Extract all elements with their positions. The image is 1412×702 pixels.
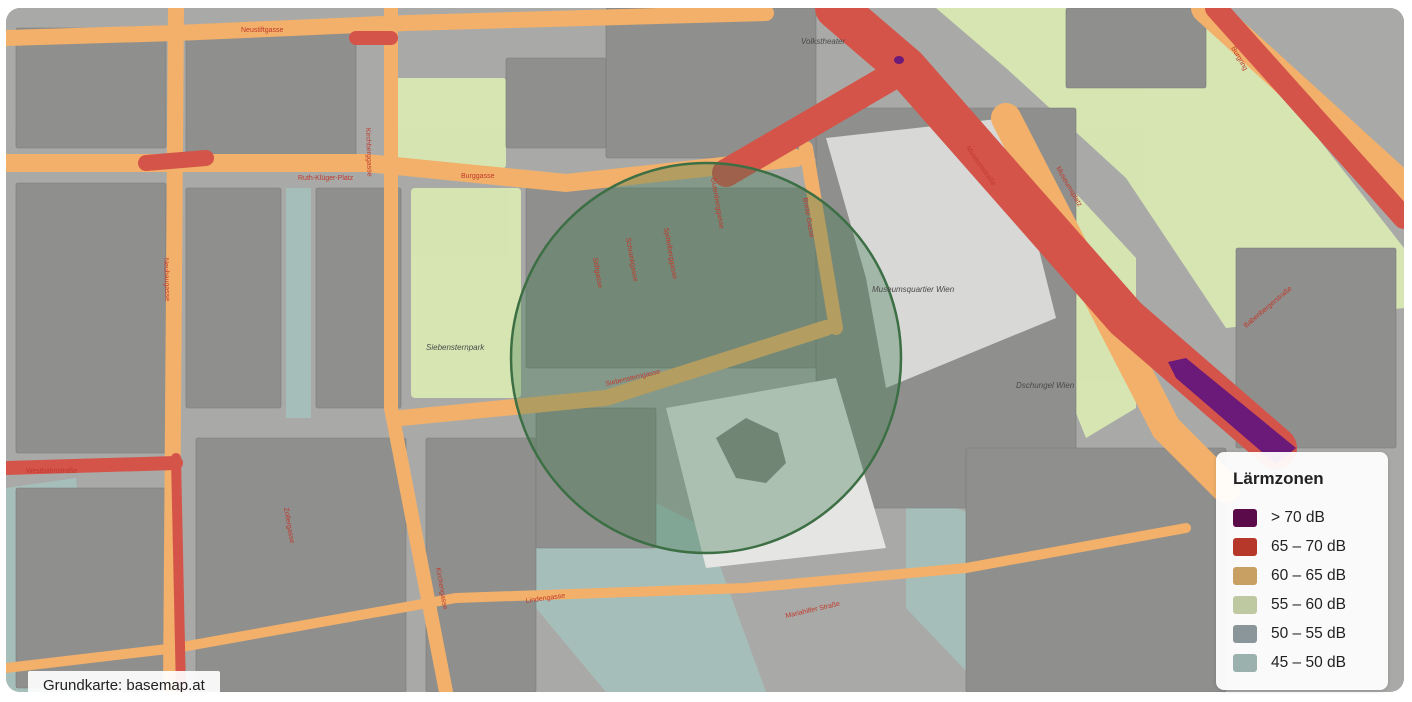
selection-radius[interactable]	[509, 161, 903, 555]
legend-item: 55 – 60 dB	[1233, 593, 1388, 617]
street-label: Westbahnstraße	[26, 468, 77, 475]
poi-label: Museumsquartier Wien	[872, 285, 955, 294]
purple-noise-zone	[894, 56, 1296, 464]
legend-label: 50 – 55 dB	[1271, 625, 1346, 642]
legend-swatch	[1233, 509, 1257, 527]
poi-label: Volkstheater	[801, 37, 846, 46]
legend-label: 45 – 50 dB	[1271, 654, 1346, 671]
legend-label: 60 – 65 dB	[1271, 567, 1346, 584]
legend-item: 60 – 65 dB	[1233, 564, 1388, 588]
legend-label: 65 – 70 dB	[1271, 538, 1346, 555]
noise-map[interactable]: Neustiftgasse Burggasse Ruth-Klüger-Plat…	[6, 8, 1404, 692]
legend-swatch	[1233, 538, 1257, 556]
building-blocks	[15, 8, 1397, 692]
noise-zone-legend: Lärmzonen > 70 dB 65 – 70 dB 60 – 65 dB …	[1216, 452, 1388, 690]
legend-item: 65 – 70 dB	[1233, 535, 1388, 559]
map-viewport[interactable]: Neustiftgasse Burggasse Ruth-Klüger-Plat…	[6, 8, 1404, 692]
map-attribution: Grundkarte: basemap.at	[28, 671, 220, 692]
legend-title: Lärmzonen	[1233, 469, 1324, 488]
legend-swatch	[1233, 625, 1257, 643]
legend-swatch	[1233, 567, 1257, 585]
poi-labels: Volkstheater Siebensternpark Museumsquar…	[426, 37, 1075, 390]
legend-item: > 70 dB	[1233, 506, 1388, 530]
poi-label: Siebensternpark	[426, 343, 485, 352]
attribution-text: Grundkarte: basemap.at	[43, 677, 205, 692]
legend-swatch	[1233, 596, 1257, 614]
legend-label: > 70 dB	[1271, 509, 1325, 526]
poi-label: Dschungel Wien	[1016, 381, 1075, 390]
street-label: Burggasse	[461, 173, 495, 180]
legend-swatch	[1233, 654, 1257, 672]
street-label: Neustiftgasse	[241, 27, 284, 34]
legend-item: 50 – 55 dB	[1233, 622, 1388, 646]
street-label: Ruth-Klüger-Platz	[298, 175, 354, 182]
street-label: Kirchberggasse	[364, 128, 373, 177]
legend-label: 55 – 60 dB	[1271, 596, 1346, 613]
legend-item: 45 – 50 dB	[1233, 651, 1388, 675]
street-label: Neubaugasse	[162, 258, 171, 302]
